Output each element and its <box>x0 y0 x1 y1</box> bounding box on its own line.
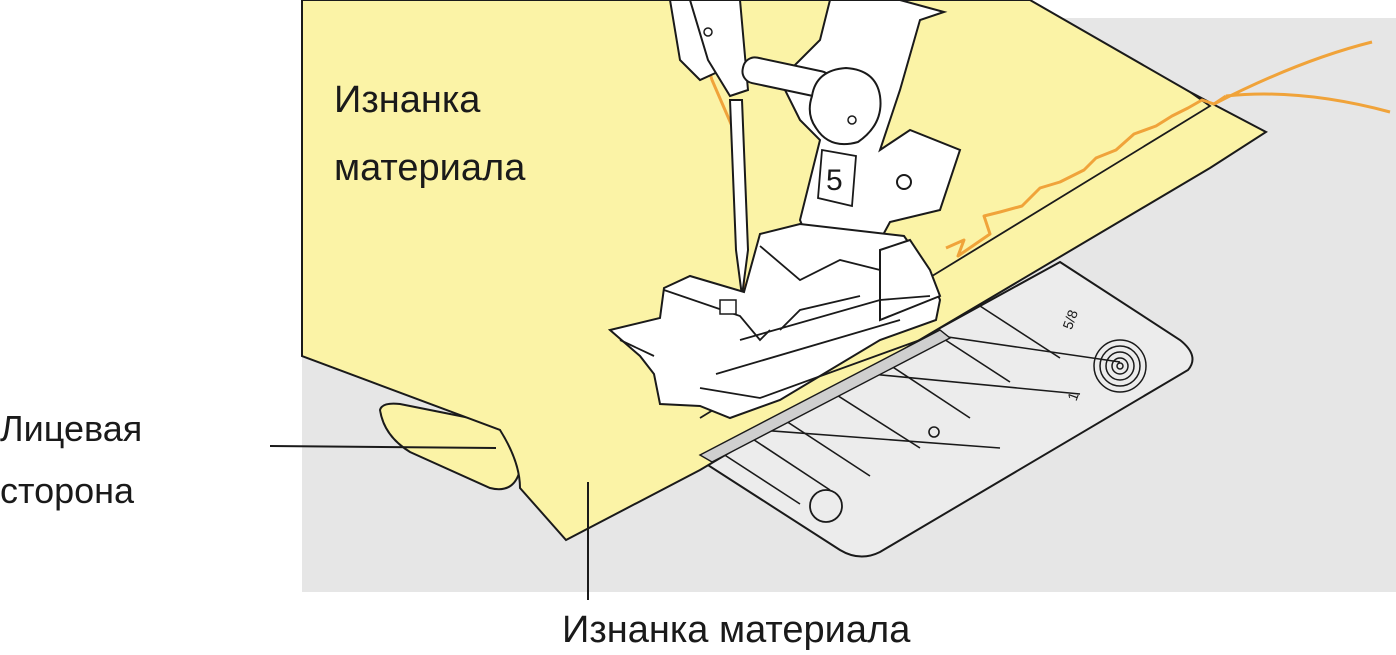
plate-hole-icon <box>809 489 843 523</box>
needle-plate <box>698 260 1194 558</box>
label-line: материала <box>334 147 526 189</box>
thumb-screw-icon <box>808 66 882 146</box>
presser-foot-sole <box>607 222 942 420</box>
needle <box>728 99 750 297</box>
label-line: Лицевая <box>0 408 143 449</box>
bobbin-cover-icon <box>1093 339 1147 393</box>
foot-slot <box>719 299 737 315</box>
label-line: Изнанка <box>334 79 481 121</box>
leader-line-right-side <box>269 445 497 449</box>
presser-foot-guide <box>879 238 942 322</box>
guide-mark-5-8: 5/8 <box>1059 307 1081 331</box>
fabric-grey-shadow <box>698 329 952 463</box>
presser-foot-details <box>619 245 931 399</box>
foot-number-plate <box>817 148 857 208</box>
label-line: сторона <box>0 470 135 511</box>
foot-holder <box>778 0 962 271</box>
clamp-screw-icon <box>703 27 713 37</box>
holder-screw-icon <box>896 174 912 190</box>
blind-stitch-thread <box>945 94 1227 258</box>
presser-foot-number: 5 <box>826 164 843 197</box>
label-wrong-side-bottom: Изнанка материала <box>562 609 911 651</box>
needle-clamp <box>688 0 750 98</box>
label-right-side: Лицевая сторона <box>0 398 142 522</box>
plate-screw-icon <box>928 426 940 438</box>
label-wrong-side-top: Изнанка материала <box>334 66 525 202</box>
thread-tail <box>1213 40 1391 114</box>
